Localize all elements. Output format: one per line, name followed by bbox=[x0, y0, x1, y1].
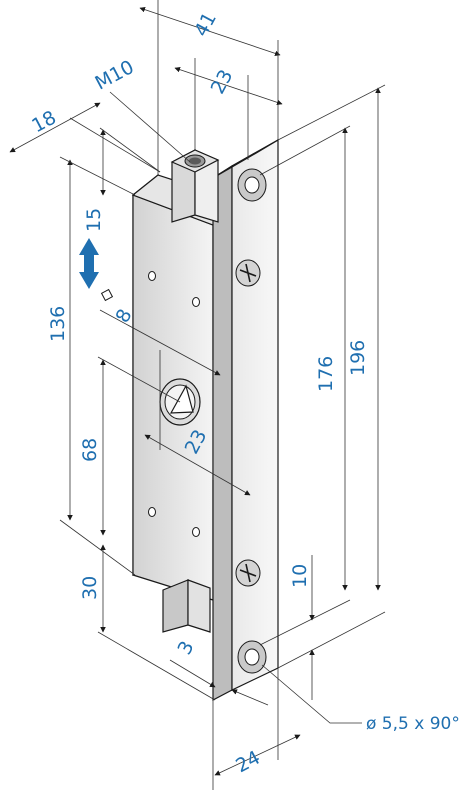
screw-head-icon bbox=[235, 259, 261, 287]
plate-holes bbox=[235, 168, 267, 674]
screw-head-icon bbox=[235, 559, 261, 587]
countersunk-hole-icon bbox=[237, 168, 267, 202]
dim-30: 30 bbox=[79, 576, 101, 600]
body-holes bbox=[148, 271, 200, 537]
dim-176: 176 bbox=[315, 356, 337, 392]
dim-196: 196 bbox=[347, 340, 369, 376]
dim-24: 24 bbox=[232, 747, 264, 778]
dim-23-top: 23 bbox=[207, 66, 238, 98]
dim-3: 3 bbox=[173, 637, 198, 658]
dim-68: 68 bbox=[79, 438, 101, 462]
threaded-bolt-m10 bbox=[170, 149, 220, 223]
dim-136: 136 bbox=[47, 306, 69, 342]
double-arrow-icon bbox=[79, 238, 99, 289]
countersunk-hole-icon bbox=[237, 640, 267, 674]
dim-41: 41 bbox=[190, 9, 221, 41]
square-symbol-icon bbox=[100, 288, 114, 302]
face-plate bbox=[212, 138, 279, 701]
dim-18: 18 bbox=[28, 107, 60, 138]
hole-spec-label: ø 5,5 x 90° bbox=[366, 714, 460, 734]
dim-10: 10 bbox=[289, 564, 311, 588]
dim-15: 15 bbox=[83, 208, 105, 232]
dimension-lines bbox=[9, 0, 386, 790]
dim-m10: M10 bbox=[92, 56, 138, 94]
